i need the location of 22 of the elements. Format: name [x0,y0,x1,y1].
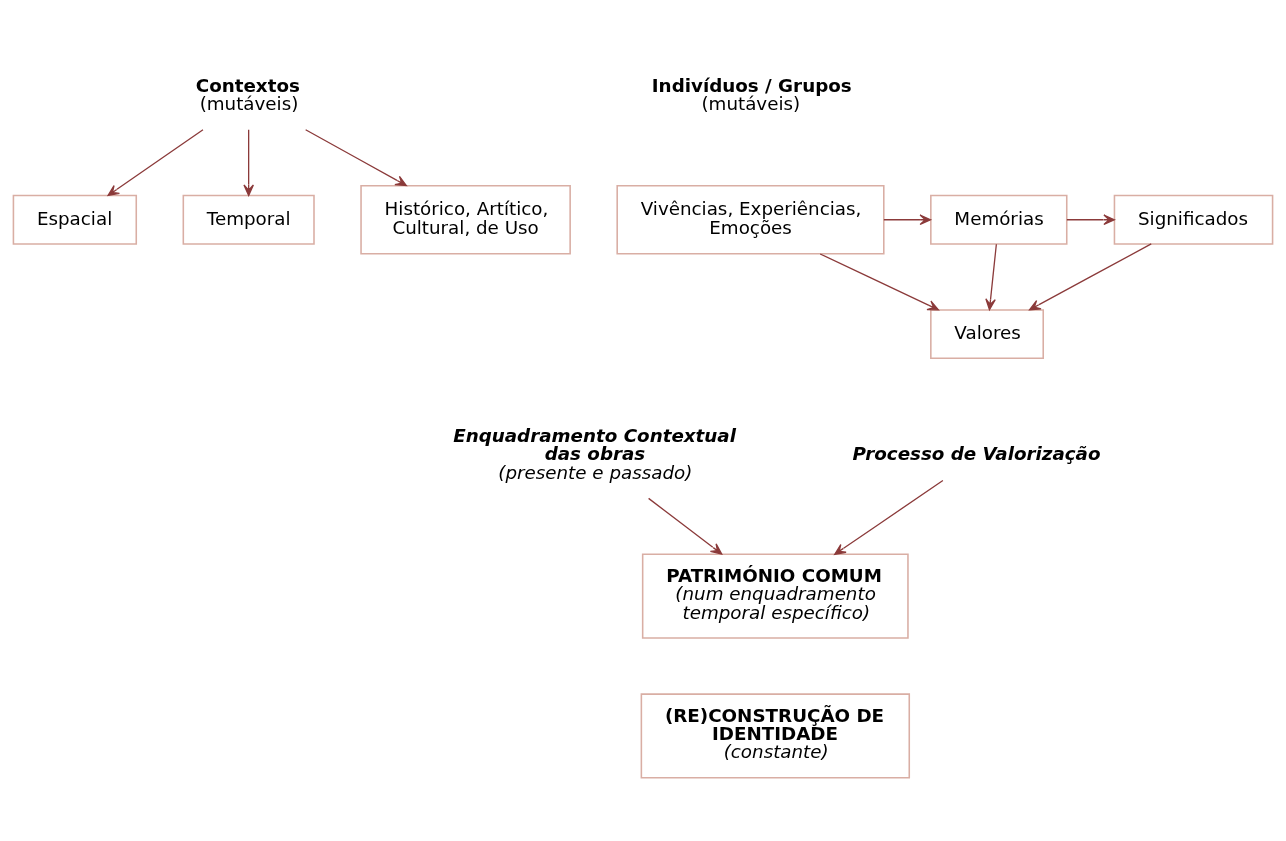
node-box: Vivências, Experiências, Emoções [616,184,885,254]
node-text: Enquadramento Contextual das obras (presente e passado) [453,424,736,483]
node-box: Histórico, Artítico, Cultural, de Uso [360,184,571,254]
arrow [107,128,204,196]
arrow [883,213,932,225]
node-box: Significados [1113,194,1274,245]
node-text: Processo de Valorização [852,442,1101,464]
node-box: (RE)CONSTRUÇÃO DE IDENTIDADE (constante) [640,692,911,779]
arrow [1028,242,1152,310]
node-box: Memórias [930,194,1068,245]
node-box: Valores [930,308,1044,359]
arrow [243,128,254,196]
arrow [1066,213,1115,225]
arrow [985,243,997,310]
arrow [305,128,407,186]
node-box: Temporal [182,194,315,245]
arrow [834,479,944,555]
node-box: PATRIMÓNIO COMUM (num enquadramento temporal específico) [641,553,909,639]
node-box: Espacial [12,194,138,245]
label: Indivíduos / Grupos [651,74,852,96]
node-text: Contextos (mutáveis) [195,74,300,114]
arrow [647,497,723,555]
